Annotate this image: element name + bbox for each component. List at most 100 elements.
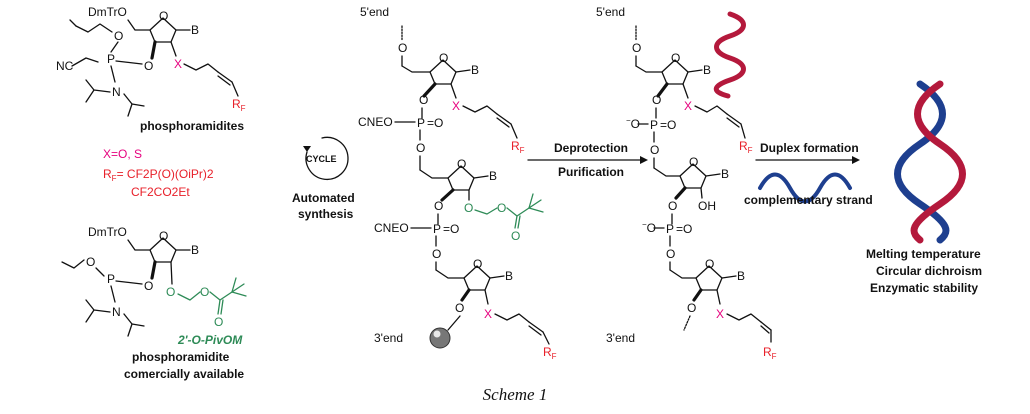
five-end-label: 5'end [360,5,389,19]
dmtro-label: DmTrO [88,5,127,19]
solid-support-bead [429,327,451,349]
o2-pivom-m: O [464,201,473,215]
p-r2: P [666,222,674,236]
duplex-step: Duplex formation complementary strand [744,141,873,207]
base-r2: B [721,167,729,181]
base-label: B [191,23,199,37]
cneo-2: CNEO [374,221,409,235]
o5-m2: O [416,141,425,155]
ring-o-r3: O [705,257,714,271]
x-label: X [174,57,182,71]
cneo-1: CNEO [358,115,393,129]
ring-o-r2: O [689,155,698,169]
three-end-label-r: 3'end [606,331,635,345]
p-label: P [107,52,115,66]
ester-o-m: O [497,201,506,215]
n-label: N [112,85,121,99]
base-label-2: B [191,243,199,257]
base-m3: B [505,269,513,283]
p-label-2: P [107,272,115,286]
x-r1: X [684,99,692,113]
base-r3: B [737,269,745,283]
o3-m2: O [434,199,443,213]
single-strand-icon [713,11,746,99]
o5-r3: O [666,247,675,261]
base-m1: B [471,63,479,77]
nc-label: NC [56,59,74,73]
rf-r1: RF [739,139,753,155]
duplex-formation-label: Duplex formation [760,141,859,155]
result-cd: Circular dichroism [876,264,982,278]
o5-r2: O [650,143,659,157]
carbonyl-o-label: O [214,315,223,329]
eq-o-m1: =O [427,116,443,130]
results-list: Melting temperature Circular dichroism E… [866,247,982,295]
base-r1: B [703,63,711,77]
x-m3: X [484,307,492,321]
p-m2: P [433,222,441,236]
deprotection-step: Deprotection Purification [527,141,648,179]
ester-o-label: O [200,285,209,299]
deprotection-label: Deprotection [554,141,628,155]
x-r3: X [716,307,724,321]
x-definition: X=O, S [103,147,142,161]
eq-o-m2: =O [443,222,459,236]
deprotected-strand: 5'end O O B X RF O −O P =O O O B OH O [596,5,777,361]
o-ethyl-label: O [86,255,95,269]
ring-o-m1: O [439,51,448,65]
p-r1: P [650,118,658,132]
scheme-caption: Scheme 1 [483,385,548,404]
phosphoramidite-pivom: DmTrO O B O O O O P O N 2'-O-PivOM phosp… [61,225,247,381]
phosphoramidites-label: phosphoramidites [140,119,244,133]
minus-o-r2: −O [642,220,656,235]
result-melting: Melting temperature [866,247,981,261]
p-m1: P [417,116,425,130]
o3-m1: O [419,93,428,107]
rf-definition-2: CF2CO2Et [131,185,190,199]
rf-m: RF [511,139,525,155]
ring-o-m2: O [457,157,466,171]
cycle-label: CYCLE [306,154,337,164]
base-m2: B [489,169,497,183]
pivom-label: 2'-O-PivOM [177,333,243,347]
cycle-arrow-icon [305,136,349,181]
complementary-strand-icon [758,172,852,204]
eq-o-r2: =O [676,222,692,236]
o3-m3: O [455,301,464,315]
o5-m3: O [432,247,441,261]
o5-r1: O [632,41,641,55]
purification-label: Purification [558,165,624,179]
three-end-label: 3'end [374,331,403,345]
o3-r2: O [668,199,677,213]
ring-o-label: O [159,9,168,23]
rf-r3: RF [763,345,777,361]
double-helix-icon [894,80,966,244]
oh-label: OH [698,199,716,213]
o3-label: O [144,59,153,73]
protected-strand: 5'end O O B X RF O CNEO P =O O O B [358,5,557,361]
rf-definition-1: RF= CF2P(O)(OiPr)2 [103,167,214,183]
o3-label-2: O [144,279,153,293]
synthesis-label: synthesis [298,207,354,221]
eq-o-r1: =O [660,118,676,132]
ring-o-label-2: O [159,229,168,243]
phosphoramidite-top: DmTrO O B O X RF P O NC N phosphoramidit… [56,5,246,199]
o3-r3: O [687,301,696,315]
n-label-2: N [112,305,121,319]
rf-label: RF [232,97,246,113]
dmtro-label-2: DmTrO [88,225,127,239]
minus-o-r1: −O [626,116,640,131]
o5-label: O [114,29,123,43]
complementary-strand-label: complementary strand [744,193,873,207]
cycle-arrowhead-icon [303,146,311,152]
rf-m3: RF [543,345,557,361]
result-enzymatic: Enzymatic stability [870,281,978,295]
x-m: X [452,99,460,113]
pivom-line-3: comercially available [124,367,244,381]
ring-o-r1: O [671,51,680,65]
automated-label: Automated [292,191,355,205]
carbonyl-o-m: O [511,229,520,243]
o3-r1: O [652,93,661,107]
cycle-section: CYCLE Automated synthesis [292,136,355,221]
